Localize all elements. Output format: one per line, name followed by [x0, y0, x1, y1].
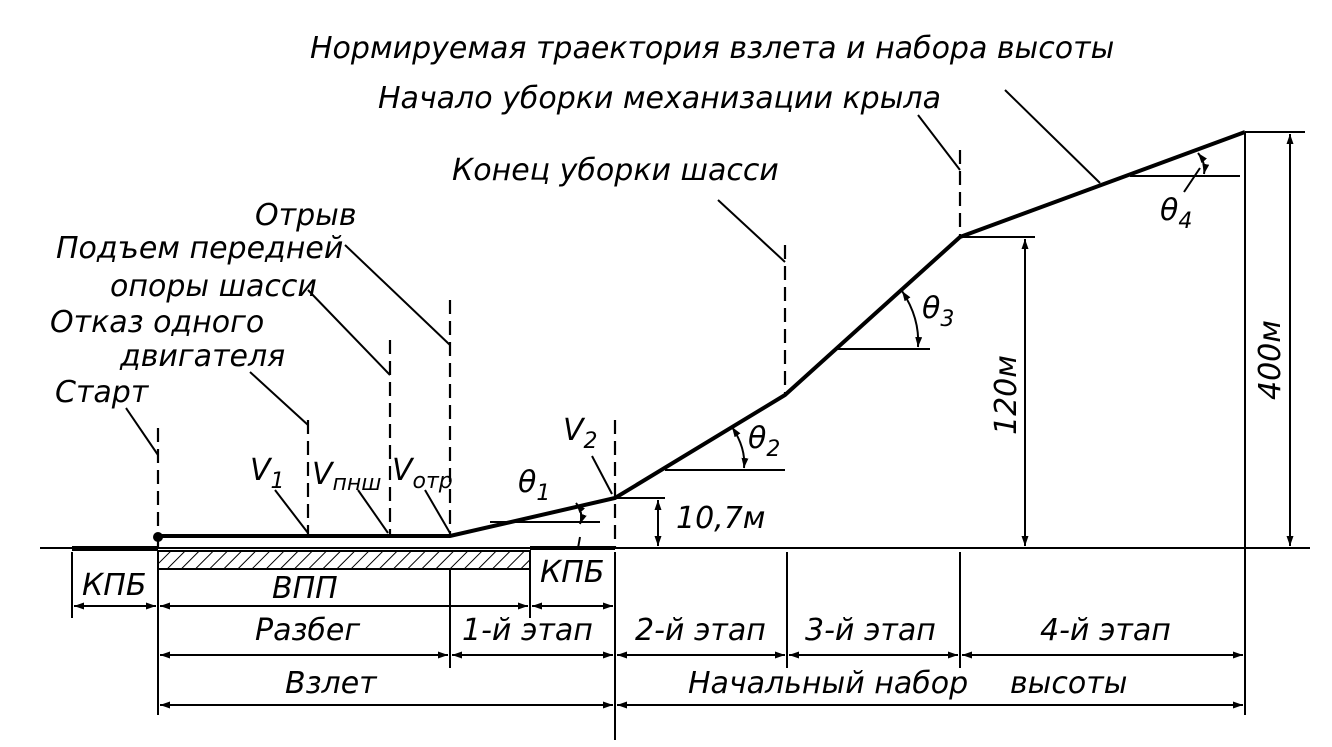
start-leader — [125, 407, 159, 456]
kpb-left-strip — [72, 546, 158, 551]
engine-failure-label-1: Отказ одного — [50, 305, 264, 340]
takeoff-label: Взлет — [285, 666, 378, 701]
stage4-label: 4-й этап — [1040, 613, 1171, 648]
theta3-arc — [901, 290, 923, 348]
vpnsh-pointer — [357, 489, 389, 534]
height-120-label: 120м — [989, 355, 1024, 435]
engine-failure-leader — [249, 371, 309, 426]
initial-climb-label-1: Начальный набор — [688, 666, 968, 701]
gear-leader — [717, 199, 786, 263]
kpb-right-strip — [530, 546, 615, 550]
trajectory-leader — [1004, 89, 1101, 184]
kpb-left-label: КПБ — [82, 568, 146, 603]
v2-pointer — [591, 455, 613, 495]
nose-gear-label-1: Подъем передней — [56, 231, 343, 266]
takeoff-trajectory — [158, 130, 1246, 538]
trajectory-label: Нормируемая траектория взлета и набора в… — [310, 31, 1114, 66]
gear-retraction-label: Конец уборки шасси — [452, 153, 779, 188]
votr-label: Vотр — [392, 453, 453, 494]
flaps-leader — [917, 114, 961, 171]
initial-climb-label-2: высоты — [1010, 666, 1127, 701]
theta1-label: θ1 — [518, 465, 550, 506]
runway-label: ВПП — [272, 571, 338, 606]
engine-failure-label-2: двигателя — [119, 339, 285, 374]
v1-label: V1 — [250, 453, 285, 494]
stage2-label: 2-й этап — [635, 613, 766, 648]
runway-strip — [157, 550, 531, 570]
stage1-label: 1-й этап — [462, 613, 593, 648]
stage3-label: 3-й этап — [805, 613, 936, 648]
liftoff-label: Отрыв — [255, 198, 357, 233]
nose-gear-leader — [307, 289, 391, 376]
start-label: Старт — [55, 375, 150, 410]
vpnsh-label: Vпнш — [312, 457, 381, 496]
theta1-arc — [575, 502, 587, 525]
kpb-right-label: КПБ — [540, 555, 604, 590]
theta2-arc — [731, 426, 749, 469]
nose-gear-label-2: опоры шасси — [110, 269, 317, 304]
theta4-leader — [1183, 167, 1201, 193]
flaps-retraction-label: Начало уборки механизации крыла — [378, 81, 941, 116]
theta2-label: θ2 — [748, 421, 780, 462]
theta3-label: θ3 — [922, 291, 954, 332]
votr-pointer — [424, 489, 451, 534]
ground-run-label: Разбег — [255, 613, 360, 648]
theta1-lower-arrow — [577, 536, 581, 549]
height-10-7-label: 10,7м — [676, 501, 765, 536]
height-400-label: 400м — [1253, 320, 1288, 400]
v2-label: V2 — [563, 413, 598, 454]
theta4-label: θ4 — [1160, 193, 1192, 234]
liftoff-leader — [344, 244, 451, 346]
v1-pointer — [274, 489, 309, 534]
theta4-arc — [1197, 152, 1210, 175]
